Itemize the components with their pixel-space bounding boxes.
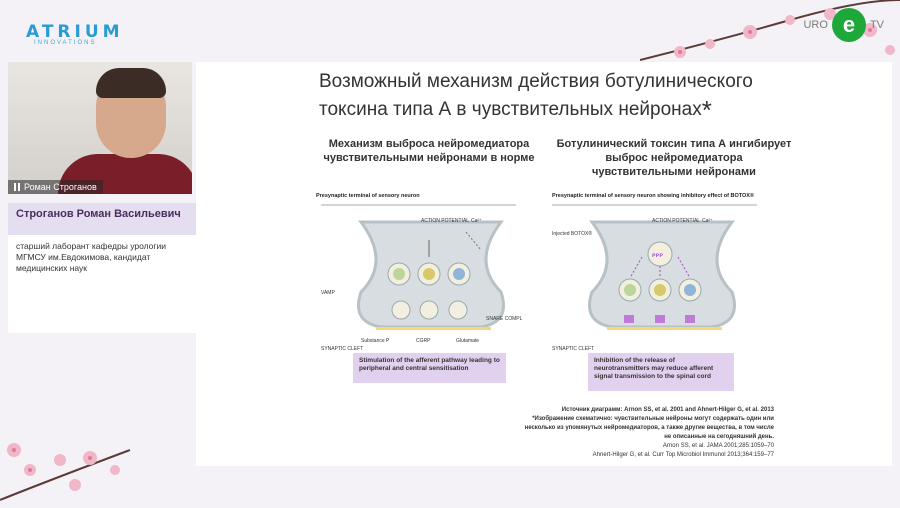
reference-1: Arnon SS, et al. JAMA 2001;285:1059–70	[662, 443, 774, 449]
right-summary-box: Inhibition of the release of neurotransm…	[588, 353, 734, 391]
right-diagram-caption: Presynaptic terminal of sensory neuron s…	[552, 193, 754, 199]
vesicles	[618, 278, 702, 302]
channel-right-text: TV	[869, 19, 884, 31]
left-summary-box: Stimulation of the afferent pathway lead…	[353, 353, 506, 383]
left-label-action: ACTION POTENTIAL	[421, 218, 469, 224]
channel-left-text: URO	[803, 19, 828, 31]
right-label-ca: Ca²⁺	[702, 218, 713, 224]
left-label-ca: Ca²⁺	[471, 218, 482, 224]
source-line2: *Изображение схематично: чувствительные …	[532, 416, 774, 422]
right-label-injected: Injected BOTOX®	[552, 230, 592, 237]
left-diagram-caption: Presynaptic terminal of sensory neuron	[316, 193, 420, 199]
botox-neuron-diagram: ᴘᴘᴘ ACTION POTENTIAL Ca²⁺ Injected BOTOX…	[552, 204, 757, 352]
source-line3: несколько из упомянутых нейромедиаторов,…	[524, 425, 774, 431]
slide-source-notes: Источник диаграмм: Arnon SS, et al. 2001…	[496, 406, 774, 460]
left-label-substance: Substance P	[361, 338, 390, 344]
blossom-decoration-top	[640, 0, 900, 61]
logo-subtitle: INNOVATIONS	[34, 40, 97, 46]
left-label-vamp: VAMP	[321, 290, 335, 296]
reference-2: Ahnert-Hilger G, et al. Curr Top Microbi…	[592, 452, 774, 458]
presentation-slide: Возможный механизм действия ботулиническ…	[196, 62, 892, 466]
vesicles	[387, 262, 471, 320]
channel-mark: e	[831, 8, 866, 42]
title-asterisk: *	[701, 95, 712, 125]
left-label-cleft: SYNAPTIC CLEFT	[321, 346, 363, 352]
left-label-snare: SNARE COMPL	[486, 316, 523, 322]
left-label-cgrp: CGRP	[416, 338, 431, 344]
audio-level-icon	[14, 183, 20, 191]
right-column-heading: Ботулинический токсин типа А ингибирует …	[556, 138, 792, 178]
slide-title: Возможный механизм действия ботулиническ…	[319, 68, 839, 124]
speaker-name: Строганов Роман Васильевич	[8, 203, 197, 235]
left-column-heading: Механизм выброса нейромедиатора чувствит…	[323, 138, 535, 164]
logo-word: ATRIUM	[26, 22, 124, 42]
webcam-name-bar: Роман Строганов	[8, 180, 103, 194]
right-label-action: ACTION POTENTIAL	[652, 218, 700, 224]
channel-logo: URO e TV	[803, 8, 884, 42]
speaker-webcam: Роман Строганов	[8, 62, 192, 194]
atrium-logo: ATRIUM INNOVATIONS	[26, 22, 124, 46]
speaker-hair	[96, 68, 166, 98]
slide-title-line2: токсина типа А в чувствительных нейронах	[319, 99, 702, 120]
slide-title-line1: Возможный механизм действия ботулиническ…	[319, 71, 753, 92]
webcam-participant-name: Роман Строганов	[24, 182, 97, 192]
blossom-decoration-bottom	[0, 443, 131, 501]
right-label-cleft: SYNAPTIC CLEFT	[552, 346, 594, 352]
source-line4: не описанные на сегодняшний день.	[664, 434, 774, 440]
speaker-description: старший лаборант кафедры урологии МГМСУ …	[8, 235, 197, 333]
svg-text:ᴘᴘᴘ: ᴘᴘᴘ	[652, 253, 663, 259]
source-line1: Источник диаграмм: Arnon SS, et al. 2001…	[561, 407, 774, 413]
left-label-glutamate: Glutamate	[456, 338, 479, 344]
normal-neuron-diagram: ACTION POTENTIAL Ca²⁺ VAMP SNARE COMPL S…	[321, 204, 523, 352]
